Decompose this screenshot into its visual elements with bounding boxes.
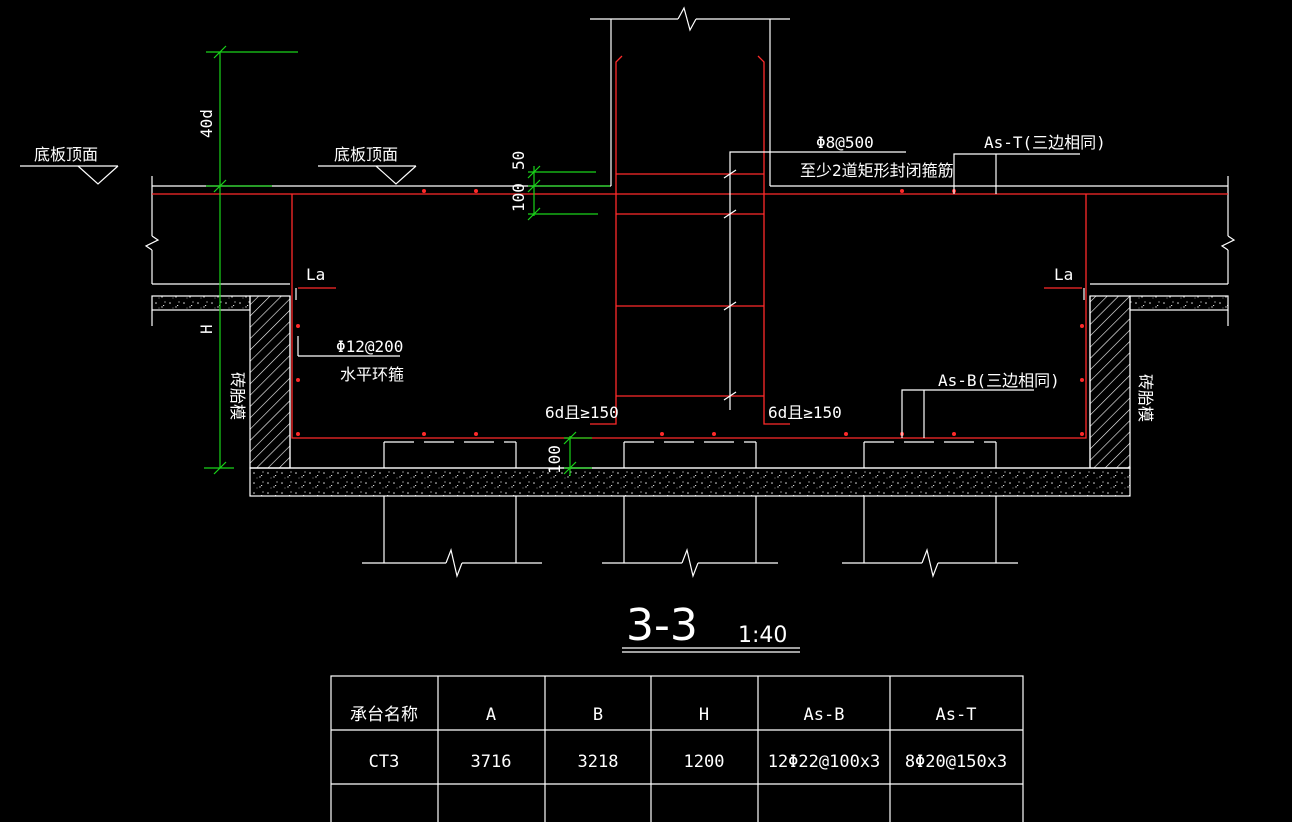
table-header-a: A xyxy=(486,705,496,725)
column-outline xyxy=(590,6,790,186)
dim-50-label: 50 xyxy=(509,151,528,170)
as-b-note-label: As-B(三边相同) xyxy=(938,371,1060,390)
anchor-right-label: 6d且≥150 xyxy=(768,403,842,422)
table-header-as-b: As-B xyxy=(804,705,845,725)
anchor-left-label: 6d且≥150 xyxy=(545,403,619,422)
table-cell-b: 3218 xyxy=(578,752,619,772)
la-right-label: La xyxy=(1054,265,1073,284)
table-cell-name: CT3 xyxy=(369,752,400,772)
concrete-cushion xyxy=(249,467,1131,497)
level-marker-mid xyxy=(318,165,417,185)
stirrup-spec-label: Φ8@500 xyxy=(816,133,874,152)
table-header-h: H xyxy=(699,705,709,725)
pile-2 xyxy=(602,441,778,579)
brick-mold-left-label: 砖胎模 xyxy=(228,372,247,420)
stirrup-note-label: 至少2道矩形封闭箍筋 xyxy=(800,161,954,180)
pile-3 xyxy=(842,441,1018,579)
dim-100-bottom-label: 100 xyxy=(545,445,564,474)
rebar-cage xyxy=(152,55,1228,439)
table-header-name: 承台名称 xyxy=(350,705,418,725)
table-cell-h: 1200 xyxy=(684,752,725,772)
as-t-note-label: As-T(三边相同) xyxy=(984,133,1106,152)
dim-100-top-label: 100 xyxy=(509,183,528,212)
dimension-lines xyxy=(204,45,610,476)
brick-mold-right-label: 砖胎模 xyxy=(1136,374,1155,422)
table-cell-a: 3716 xyxy=(471,752,512,772)
brick-mold-left xyxy=(249,295,291,469)
dim-40d-label: 40d xyxy=(197,109,216,138)
brick-mold-right xyxy=(1089,295,1131,469)
pile-1 xyxy=(362,441,542,579)
side-slab-right xyxy=(1129,295,1229,326)
la-left-label: La xyxy=(306,265,325,284)
ring-note-label: 水平环箍 xyxy=(340,365,404,384)
table-cell-as-t: 8Φ20@150x3 xyxy=(905,752,1007,772)
dim-h-label: H xyxy=(197,324,216,334)
table-header-b: B xyxy=(593,705,603,725)
leader-lines xyxy=(295,151,1085,438)
level-marker-left xyxy=(77,165,119,185)
pile-cap-outline xyxy=(20,165,1236,469)
section-title: 3-3 xyxy=(626,600,698,651)
pile-cap-table: 承台名称 A B H As-B As-T CT3 3716 3218 1200 … xyxy=(330,675,1024,822)
side-slab-left xyxy=(151,295,251,326)
table-cell-as-b: 12Φ22@100x3 xyxy=(768,752,881,772)
ring-spec-label: Φ12@200 xyxy=(336,337,403,356)
slab-top-label-left: 底板顶面 xyxy=(34,145,98,164)
slab-top-label-mid: 底板顶面 xyxy=(334,145,398,164)
table-header-as-t: As-T xyxy=(936,705,977,725)
section-scale: 1:40 xyxy=(738,623,787,648)
